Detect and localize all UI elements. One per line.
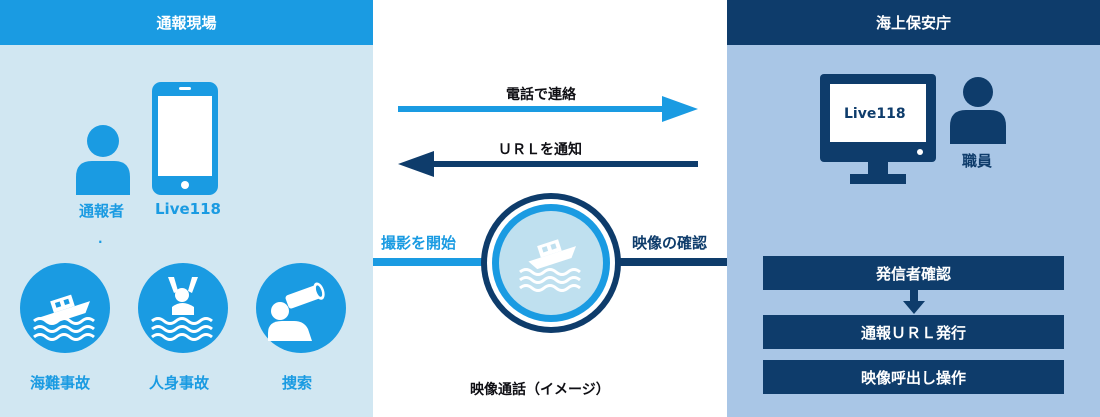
step-video-call-operation: 映像呼出し操作 — [763, 360, 1064, 394]
url-notify-label: ＵＲＬを通知 — [498, 142, 582, 158]
call-arrow-right — [398, 96, 698, 122]
person-overboard-icon — [138, 263, 228, 353]
url-arrow-left — [398, 151, 698, 177]
confirm-video-line — [605, 258, 727, 266]
incident-label-injury: 人身事故 — [149, 374, 210, 392]
staff-person-icon — [950, 77, 1006, 144]
coast-guard-panel — [727, 0, 1100, 417]
start-shooting-line — [373, 258, 493, 266]
start-shooting-label: 撮影を開始 — [381, 234, 457, 252]
coast-guard-header: 海上保安庁 — [727, 0, 1100, 45]
step-issue-report-url: 通報ＵＲＬ発行 — [763, 315, 1064, 349]
step-down-arrow-icon — [903, 290, 925, 314]
search-binoculars-icon — [256, 263, 346, 353]
confirm-video-label: 映像の確認 — [632, 234, 708, 252]
incident-label-search: 捜索 — [282, 374, 313, 392]
staff-label: 職員 — [962, 152, 993, 170]
reporter-person-icon — [76, 125, 130, 195]
call-label: 電話で連絡 — [506, 87, 576, 103]
monitor-app-label: Live118 — [844, 106, 906, 122]
video-call-circle-icon — [481, 193, 621, 333]
incident-label-marine: 海難事故 — [30, 374, 91, 392]
reporter-label: 通報者 — [79, 202, 125, 220]
video-call-caption: 映像通話（イメージ） — [470, 382, 610, 398]
phone-app-label: Live118 — [155, 200, 221, 218]
boat-accident-icon — [20, 263, 110, 353]
monitor-icon — [820, 74, 936, 184]
step-caller-verification: 発信者確認 — [763, 256, 1064, 290]
reporting-site-header: 通報現場 — [0, 0, 373, 45]
separator-dot: . — [98, 232, 103, 246]
smartphone-icon — [152, 82, 218, 195]
